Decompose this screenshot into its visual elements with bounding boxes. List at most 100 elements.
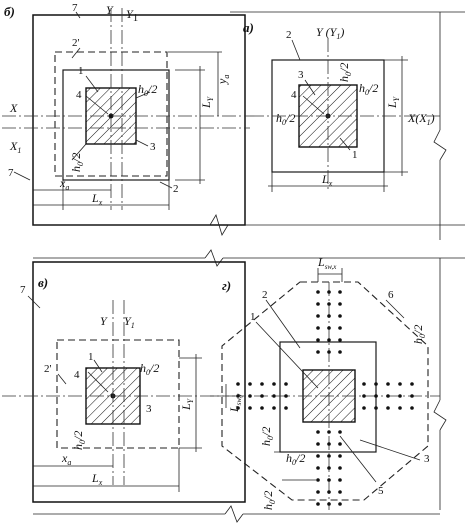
rebar-dot: [338, 502, 342, 506]
leader-5-g: [339, 435, 377, 483]
rebar-dot: [327, 314, 331, 318]
label-6-g: 6: [388, 289, 394, 301]
rebar-dot: [338, 430, 342, 434]
label-lx-v: Lx: [91, 471, 103, 487]
slab-outline-v: [32, 261, 246, 503]
rebar-dot: [410, 382, 414, 386]
leader-7b: [13, 171, 31, 181]
label-4-v: 4: [74, 369, 80, 381]
dashed-contour-2p-v: [56, 339, 180, 449]
label-h0-2-g-right: h0/2: [411, 325, 427, 344]
leader-1-v: [93, 359, 103, 373]
label-x: X: [9, 101, 18, 115]
leader-2: [159, 181, 173, 189]
leader-7: [75, 11, 81, 19]
rebar-dot: [338, 302, 342, 306]
rebar-dot: [338, 466, 342, 470]
rebar-dot: [272, 382, 276, 386]
label-2-g: 2: [262, 289, 268, 301]
rebar-dot: [327, 454, 331, 458]
label-2-a: 2: [286, 29, 292, 41]
rebar-dot: [316, 442, 320, 446]
label-y-y1-a: Y (Y1): [316, 25, 344, 41]
rebar-dot: [410, 406, 414, 410]
leader-3-a: [304, 79, 316, 96]
break-lines: [33, 11, 465, 523]
rebar-dot: [316, 454, 320, 458]
rebar-dot: [386, 382, 390, 386]
label-1-a: 1: [352, 149, 358, 161]
leader: [135, 91, 151, 99]
rebar-dot: [386, 394, 390, 398]
rebar-dot: [316, 338, 320, 342]
rebar-dot: [316, 314, 320, 318]
panel-b: б) 7 Y: [2, 2, 250, 226]
rebar-dot: [338, 350, 342, 354]
rebar-dot: [316, 502, 320, 506]
rebar-dot: [327, 430, 331, 434]
contour-2: [62, 69, 170, 181]
rebar-dot: [338, 442, 342, 446]
rebar-dot: [236, 382, 240, 386]
leader-2p: [71, 47, 81, 59]
leader-4-a: [302, 95, 325, 115]
rebar-dot: [316, 350, 320, 354]
rebar-dot: [248, 382, 252, 386]
label-x1: X1: [9, 139, 21, 155]
panel-v-label: в): [38, 275, 48, 290]
label-7-v: 7: [20, 284, 26, 296]
rebar-dot: [284, 394, 288, 398]
leader-1-a: [339, 137, 351, 151]
label-h0-2-a-top: h0/2: [337, 63, 353, 82]
label-7: 7: [72, 2, 78, 14]
rebar-dot: [260, 382, 264, 386]
leader-3: [135, 139, 149, 147]
label-y1: Y1: [126, 7, 138, 24]
rebar-dot: [327, 290, 331, 294]
rebar-dot: [327, 502, 331, 506]
label-3: 3: [150, 141, 156, 153]
label-xa: xa: [59, 176, 69, 192]
rebar-dot: [316, 430, 320, 434]
rebar-dot: [272, 394, 276, 398]
label-ly-a: LY: [385, 95, 401, 109]
rebar-dot: [410, 394, 414, 398]
label-2p-v: 2': [44, 363, 52, 375]
rebar-dot: [386, 406, 390, 410]
rebar-dot: [398, 394, 402, 398]
rebar-dot: [362, 406, 366, 410]
rebar-dot: [327, 466, 331, 470]
panel-a: а) Y (Y1) 2 3 4 1 h0/2 h0/2 h0/2 LY Lx X…: [243, 20, 440, 192]
leader-4-v: [87, 371, 109, 393]
label-x-x1-a: X(X1): [407, 111, 435, 127]
leader-3-g: [359, 439, 421, 461]
rebar-dot: [260, 394, 264, 398]
slab-outline: [32, 14, 246, 226]
rebar-dot: [316, 490, 320, 494]
label-h0-2-g-bottom: h0/2: [286, 451, 305, 467]
leader: [71, 143, 87, 161]
rebar-dot: [327, 442, 331, 446]
rebar-dot: [338, 326, 342, 330]
rebar-dot: [338, 490, 342, 494]
rebar-dot: [398, 382, 402, 386]
label-lswy: Lsw,y: [227, 393, 243, 413]
leader-6-g: [385, 299, 405, 319]
label-h0-2-a: h0/2: [359, 81, 378, 97]
leader-1: [85, 75, 99, 93]
label-lswx: Lsw,x: [317, 255, 337, 271]
rebar-dot: [374, 406, 378, 410]
rebar-dot: [316, 478, 320, 482]
rebar-dot: [236, 394, 240, 398]
label-lx-a: Lx: [321, 172, 333, 188]
leader-2-a: [291, 39, 301, 61]
rebar-dot: [236, 406, 240, 410]
label-3-v: 3: [146, 403, 152, 415]
rebar-dot: [248, 394, 252, 398]
label-3-a: 3: [298, 69, 304, 81]
leader-1-g: [255, 321, 319, 389]
rebar-dot: [284, 406, 288, 410]
center-point-4: [108, 113, 114, 119]
